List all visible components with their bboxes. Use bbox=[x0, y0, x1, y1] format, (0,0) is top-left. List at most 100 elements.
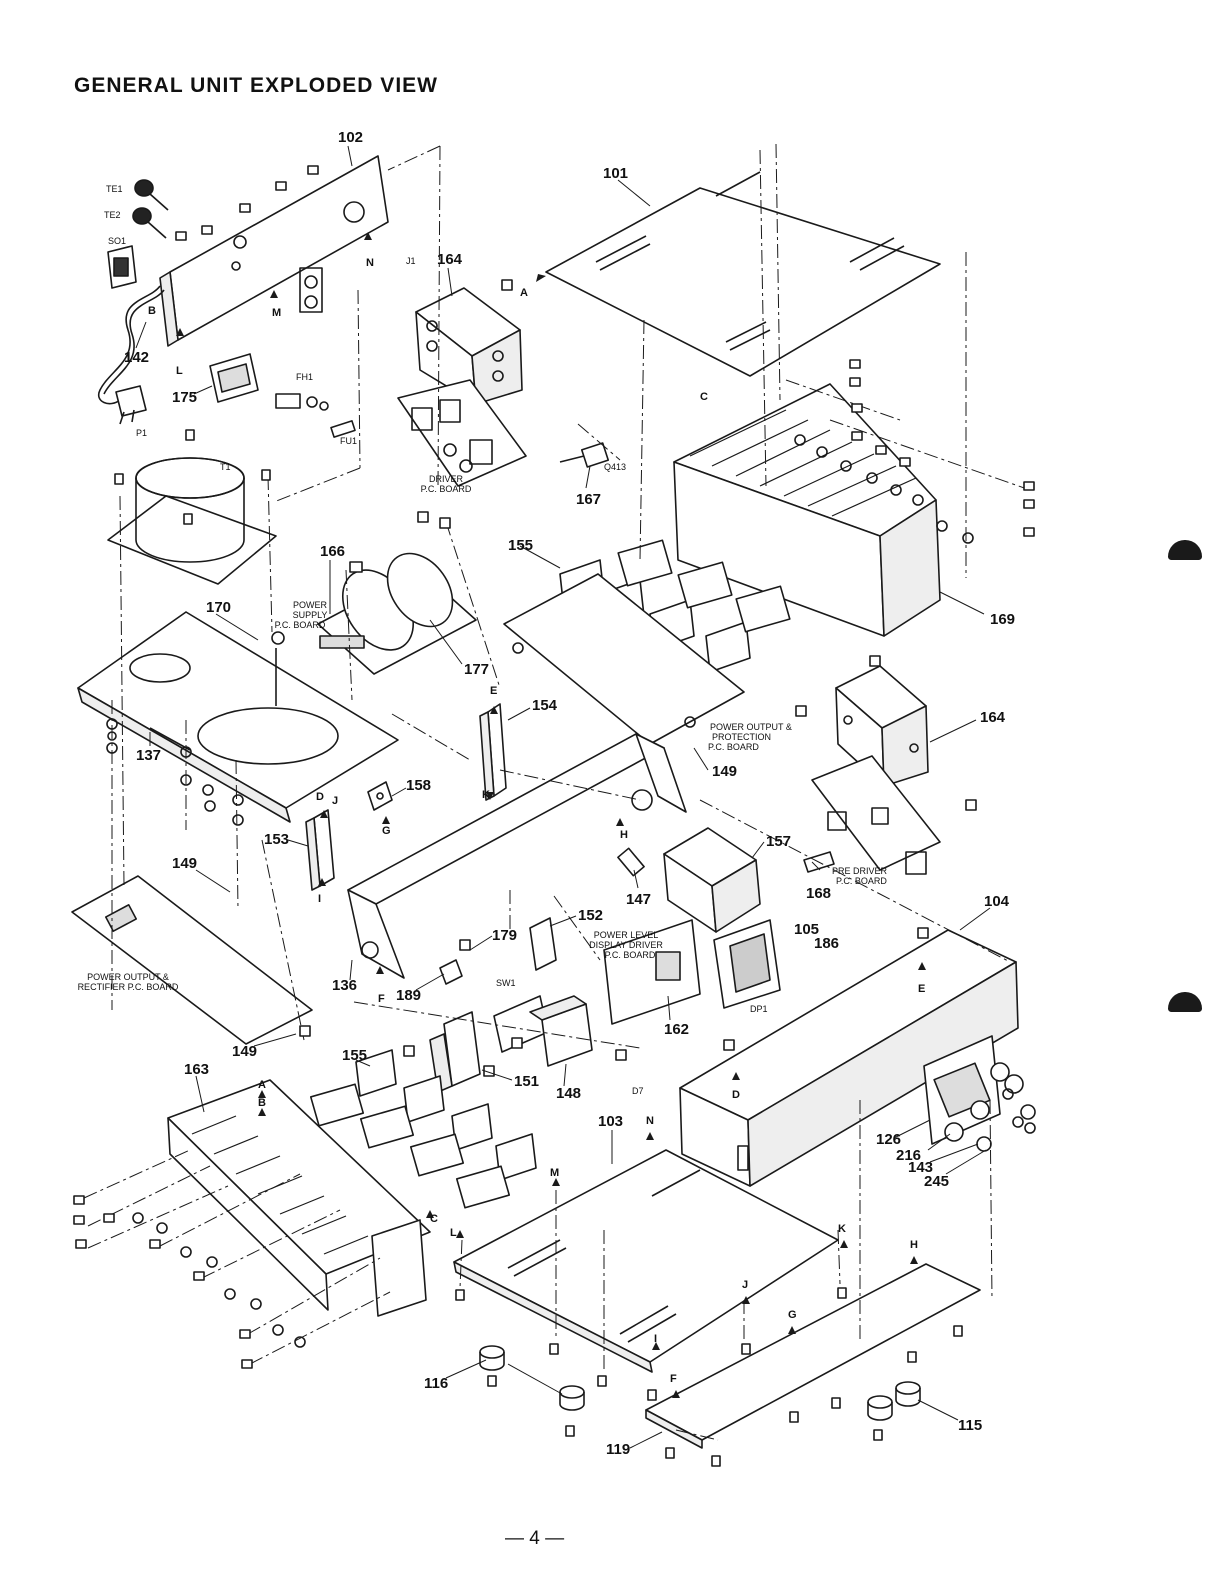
driver-board bbox=[397, 379, 527, 487]
board-labels: DRIVER P.C. BOARD POWER SUPPLY P.C. BOAR… bbox=[78, 474, 888, 992]
mark-h-mid: H bbox=[620, 829, 628, 841]
part-158: 158 bbox=[406, 777, 431, 794]
part-169: 169 bbox=[990, 611, 1015, 628]
knob-189 bbox=[439, 959, 463, 985]
ref-fh1: FH1 bbox=[296, 372, 313, 382]
fuse-holder-fh1 bbox=[275, 393, 356, 438]
part-168: 168 bbox=[806, 885, 831, 902]
part-154: 154 bbox=[532, 697, 558, 714]
ref-t1: T1 bbox=[220, 462, 231, 472]
part-216: 216 bbox=[896, 1147, 921, 1164]
part-104: 104 bbox=[984, 893, 1010, 910]
mark-i-bottom: I bbox=[654, 1333, 657, 1345]
post-154 bbox=[479, 703, 507, 801]
ref-so1: SO1 bbox=[108, 236, 126, 246]
top-cover-101 bbox=[545, 171, 941, 377]
heatsink-169 bbox=[673, 383, 941, 637]
part-142: 142 bbox=[124, 349, 149, 366]
bracket-168 bbox=[803, 851, 835, 873]
reference-labels: TE1 TE2 SO1 J1 FH1 FU1 P1 T1 Q413 SW1 DP… bbox=[104, 184, 768, 1096]
washers bbox=[106, 434, 1036, 1348]
part-153: 153 bbox=[264, 831, 289, 848]
part-245: 245 bbox=[924, 1173, 949, 1190]
part-137: 137 bbox=[136, 747, 161, 764]
mark-k-bottom: K bbox=[838, 1223, 846, 1235]
power-output-rectifier-board bbox=[71, 875, 313, 1045]
part-149-left: 149 bbox=[172, 855, 197, 872]
screws-rear bbox=[175, 165, 319, 241]
label-line: P.C. BOARD bbox=[275, 620, 326, 630]
ref-fu1: FU1 bbox=[340, 436, 357, 446]
transistor-brackets-155-lower bbox=[309, 1049, 537, 1209]
mark-f-bottom: F bbox=[670, 1373, 677, 1385]
cover-148 bbox=[529, 995, 593, 1067]
mark-c-lower: C bbox=[430, 1213, 438, 1225]
part-155-lower: 155 bbox=[342, 1047, 367, 1064]
label-power-output-rectifier-board: POWER OUTPUT & RECTIFIER P.C. BOARD bbox=[78, 972, 179, 992]
part-157: 157 bbox=[766, 833, 791, 850]
part-175: 175 bbox=[172, 389, 197, 406]
part-143: 143 bbox=[908, 1159, 933, 1176]
clip-158 bbox=[367, 781, 393, 811]
mark-b-top: B bbox=[148, 305, 156, 317]
driver-bracket-164 bbox=[415, 287, 523, 405]
power-output-protection-board bbox=[503, 573, 745, 745]
ref-dp1: DP1 bbox=[750, 1004, 768, 1014]
part-number-labels: 102 101 164 142 175 167 166 155 170 177 … bbox=[124, 129, 1015, 1458]
ref-te1: TE1 bbox=[106, 184, 123, 194]
label-line: P.C. BOARD bbox=[708, 742, 759, 752]
label-line: SUPPLY bbox=[293, 610, 328, 620]
main-chassis-136 bbox=[347, 733, 687, 979]
label-line: PROTECTION bbox=[712, 732, 771, 742]
arrows bbox=[176, 232, 926, 1398]
part-147: 147 bbox=[626, 891, 651, 908]
part-116: 116 bbox=[424, 1375, 448, 1392]
mark-m-bottom: M bbox=[550, 1167, 559, 1179]
assembly-lines bbox=[83, 143, 1031, 1441]
transformer-t1 bbox=[107, 457, 277, 585]
ref-sw1: SW1 bbox=[496, 978, 516, 988]
page-title: GENERAL UNIT EXPLODED VIEW bbox=[74, 74, 438, 97]
mark-f-mid: F bbox=[378, 993, 385, 1005]
part-126: 126 bbox=[876, 1131, 901, 1148]
label-power-level-display-board: POWER LEVEL DISPLAY DRIVER P.C. BOARD bbox=[589, 930, 663, 960]
power-supply-board-166 bbox=[317, 552, 477, 675]
mark-a-top: A bbox=[520, 287, 528, 299]
label-pre-driver-board: PRE DRIVER P.C. BOARD bbox=[832, 866, 888, 886]
part-164-right: 164 bbox=[980, 709, 1006, 726]
label-line: PRE DRIVER bbox=[832, 866, 888, 876]
mark-i-mid: I bbox=[318, 893, 321, 905]
mark-e-mid: E bbox=[490, 685, 497, 697]
bracket-152 bbox=[529, 917, 557, 971]
part-149: 149 bbox=[712, 763, 737, 780]
part-186: 186 bbox=[814, 935, 839, 952]
mark-h-bottom: H bbox=[910, 1239, 918, 1251]
mark-b-lower: B bbox=[258, 1097, 266, 1109]
ref-te2: TE2 bbox=[104, 210, 121, 220]
part-152: 152 bbox=[578, 907, 603, 924]
mark-m-top: M bbox=[272, 307, 281, 319]
page-edge-mark bbox=[1168, 992, 1202, 1012]
part-151: 151 bbox=[514, 1073, 539, 1090]
letter-marks: N M B L A C E K D J G I H F E D A B C N … bbox=[148, 257, 925, 1385]
part-136: 136 bbox=[332, 977, 357, 994]
label-line: P.C. BOARD bbox=[836, 876, 887, 886]
spacer-147 bbox=[617, 847, 645, 877]
mark-g-bottom: G bbox=[788, 1309, 797, 1321]
part-167: 167 bbox=[576, 491, 601, 508]
label-line: DISPLAY DRIVER bbox=[589, 940, 663, 950]
part-155: 155 bbox=[508, 537, 533, 554]
label-line: POWER LEVEL bbox=[594, 930, 659, 940]
label-line: P.C. BOARD bbox=[421, 484, 472, 494]
display-dp1 bbox=[713, 919, 781, 1009]
feet bbox=[479, 1345, 921, 1421]
mark-e-front: E bbox=[918, 983, 925, 995]
ref-p1: P1 bbox=[136, 428, 147, 438]
part-189: 189 bbox=[396, 987, 421, 1004]
bracket-151 bbox=[429, 1011, 481, 1093]
mark-d-mid: D bbox=[316, 791, 324, 803]
heatsink-163 bbox=[167, 1079, 431, 1317]
mark-a-lower: A bbox=[258, 1079, 266, 1091]
part-105: 105 bbox=[794, 921, 819, 938]
